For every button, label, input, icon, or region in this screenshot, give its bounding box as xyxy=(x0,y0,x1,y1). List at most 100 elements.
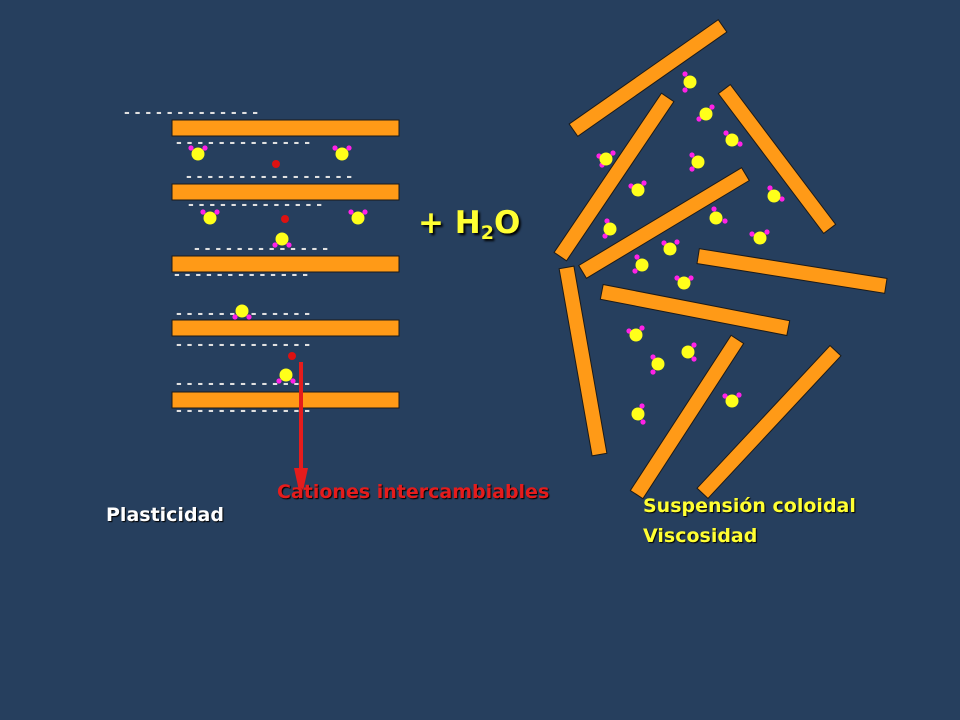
water-molecule xyxy=(276,368,296,384)
water-subscript: 2 xyxy=(480,222,494,244)
oxygen-atom xyxy=(635,258,649,272)
negative-charge-row: - - - - - - - - - - - - - xyxy=(176,135,310,151)
hydrogen-atom xyxy=(362,209,368,215)
clay-sheet xyxy=(171,255,400,273)
oxygen-atom xyxy=(683,75,697,89)
hydrogen-atom xyxy=(634,254,640,260)
hydrogen-atom xyxy=(650,369,656,375)
hydrogen-atom xyxy=(639,403,645,409)
oxygen-atom xyxy=(351,211,365,225)
cation xyxy=(281,215,289,223)
negative-charge-row: - - - - - - - - - - - - - xyxy=(194,241,328,257)
oxygen-atom xyxy=(691,155,705,169)
hydrogen-atom xyxy=(764,229,770,235)
hydrogen-atom xyxy=(682,71,688,77)
water-molecule xyxy=(596,150,616,168)
hydrogen-atom xyxy=(650,354,656,360)
hydrogen-atom xyxy=(232,314,238,320)
clay-platelet xyxy=(558,265,608,457)
hydrogen-atom xyxy=(202,145,208,151)
clay-sheet xyxy=(171,183,400,201)
water-molecule xyxy=(628,180,647,197)
hydrogen-atom xyxy=(348,209,354,215)
water-molecule xyxy=(200,209,220,225)
water-addition-label: + H2O xyxy=(418,205,520,244)
negative-charge-row: - - - - - - - - - - - - - xyxy=(188,197,322,213)
hydrogen-atom xyxy=(632,268,638,274)
oxygen-atom xyxy=(753,231,767,245)
water-molecule xyxy=(272,232,292,248)
oxygen-atom xyxy=(631,183,645,197)
clay-platelet xyxy=(717,83,837,235)
hydrogen-atom xyxy=(639,325,645,331)
hydrogen-atom xyxy=(749,231,755,237)
oxygen-atom xyxy=(725,133,739,147)
hydrogen-atom xyxy=(276,378,282,384)
negative-charge-row: - - - - - - - - - - - - - - - - xyxy=(186,169,352,185)
hydrogen-atom xyxy=(688,275,694,281)
water-molecule xyxy=(696,104,715,122)
water-molecule xyxy=(674,275,694,290)
hydrogen-atom xyxy=(200,209,206,215)
viscosity-label: Viscosidad xyxy=(643,525,758,547)
clay-platelet xyxy=(568,18,728,138)
oxygen-atom xyxy=(203,211,217,225)
oxygen-atom xyxy=(279,368,293,382)
water-prefix: + H xyxy=(418,205,481,241)
water-molecule xyxy=(682,71,697,93)
hydrogen-atom xyxy=(722,393,728,399)
water-molecule xyxy=(188,145,208,161)
hydrogen-atom xyxy=(767,185,773,191)
oxygen-atom xyxy=(631,407,645,421)
oxygen-atom xyxy=(629,328,643,342)
clay-platelet xyxy=(696,248,888,294)
hydrogen-atom xyxy=(286,242,292,248)
dispersed-clay-platelets xyxy=(553,18,888,500)
negative-charge-row: - - - - - - - - - - - - - xyxy=(174,267,308,283)
suspension-labels: Suspensión coloidal Viscosidad xyxy=(643,491,856,551)
hydrogen-atom xyxy=(604,218,610,224)
cation xyxy=(288,352,296,360)
oxygen-atom xyxy=(767,189,781,203)
oxygen-atom xyxy=(699,107,713,121)
hydrogen-atom xyxy=(691,356,697,362)
oxygen-atom xyxy=(603,222,617,236)
hydrogen-atom xyxy=(737,141,743,147)
hydrogen-atom xyxy=(674,275,680,281)
oxygen-atom xyxy=(335,147,349,161)
oxygen-atom xyxy=(677,276,691,290)
hydrogen-atom xyxy=(188,145,194,151)
oxygen-atom xyxy=(191,147,205,161)
negative-charge-row: - - - - - - - - - - - - - xyxy=(176,337,310,353)
oxygen-atom xyxy=(681,345,695,359)
hydrogen-atom xyxy=(641,180,647,186)
negative-charge-row: - - - - - - - - - - - - - xyxy=(124,105,258,121)
water-molecule xyxy=(681,342,697,362)
water-molecule xyxy=(632,254,649,274)
water-molecule xyxy=(232,304,252,320)
hydrogen-atom xyxy=(661,240,667,246)
oxygen-atom xyxy=(651,357,665,371)
clay-platelet xyxy=(696,344,842,500)
oxygen-atom xyxy=(725,394,739,408)
oxygen-atom xyxy=(709,211,723,225)
clay-platelet xyxy=(578,166,750,280)
clay-platelet xyxy=(599,283,791,337)
water-molecule xyxy=(631,403,646,425)
hydrogen-atom xyxy=(674,239,680,245)
hydrogen-atom xyxy=(722,218,728,224)
hydrogen-atom xyxy=(689,152,695,158)
plasticity-label: Plasticidad xyxy=(106,504,224,526)
clay-platelet xyxy=(629,334,745,500)
hydrogen-atom xyxy=(332,145,338,151)
hydrogen-atom xyxy=(689,166,695,172)
hydrogen-atom xyxy=(272,242,278,248)
cation xyxy=(272,160,280,168)
hydrogen-atom xyxy=(779,196,785,202)
water-suffix: O xyxy=(493,205,521,241)
hydrogen-atom xyxy=(696,116,702,122)
water-molecule xyxy=(749,229,770,245)
hydrogen-atom xyxy=(736,392,742,398)
hydrogen-atom xyxy=(711,206,717,212)
oxygen-atom xyxy=(275,232,289,246)
